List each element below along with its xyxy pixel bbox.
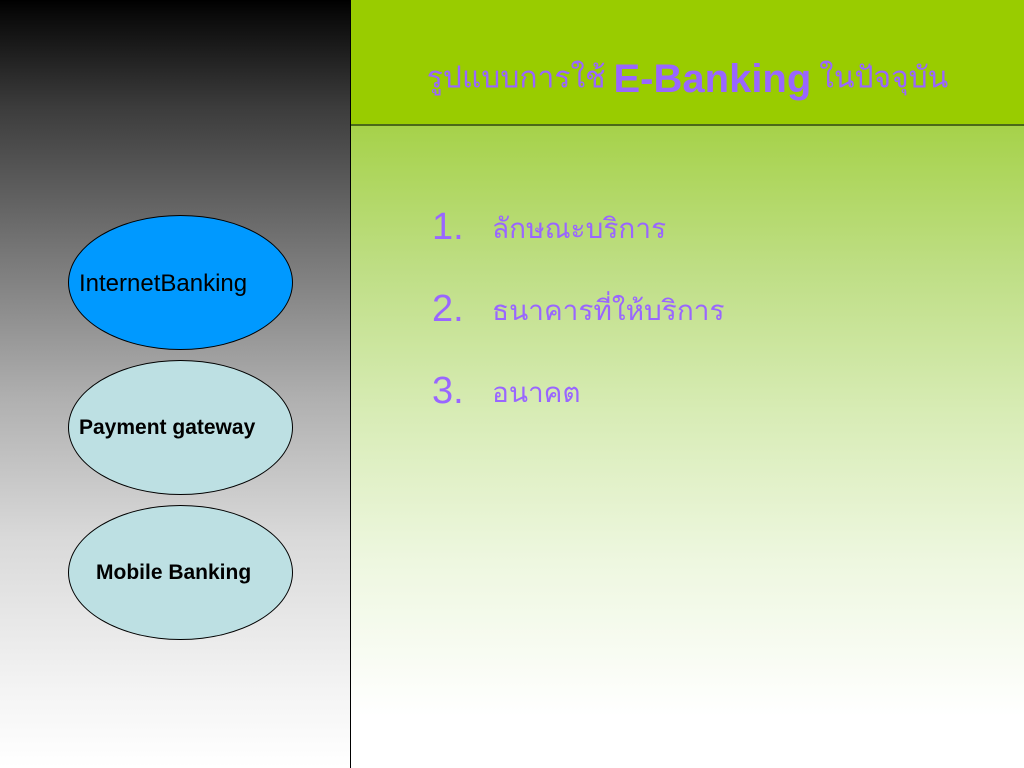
mobile-banking-oval xyxy=(68,505,293,640)
internet-banking-label: InternetBanking xyxy=(79,270,248,297)
list-item-number: 3. xyxy=(432,370,464,412)
internet-banking-oval xyxy=(68,215,293,350)
list-item-text: ลักษณะบริการ xyxy=(492,212,667,245)
topic-list: 1. ลักษณะบริการ 2. ธนาคารที่ให้บริการ 3.… xyxy=(432,202,725,448)
content-area xyxy=(351,126,1024,768)
title-thai-suffix: ในปัจจุบัน xyxy=(819,60,949,96)
header-band xyxy=(351,0,1024,126)
list-item-text: ธนาคารที่ให้บริการ xyxy=(492,294,725,327)
list-item-text: อนาคต xyxy=(492,376,581,409)
list-item: 3. อนาคต xyxy=(432,366,725,448)
list-item: 1. ลักษณะบริการ xyxy=(432,202,725,284)
list-item: 2. ธนาคารที่ให้บริการ xyxy=(432,284,725,366)
mobile-banking-label: Mobile Banking xyxy=(96,561,252,584)
title-thai-prefix: รูปแบบการใช้ xyxy=(426,60,606,96)
title-english: E-Banking xyxy=(613,56,812,101)
payment-gateway-oval xyxy=(68,360,293,495)
list-item-number: 1. xyxy=(432,206,464,248)
payment-gateway-label: Payment gateway xyxy=(79,416,256,439)
list-item-number: 2. xyxy=(432,288,464,330)
